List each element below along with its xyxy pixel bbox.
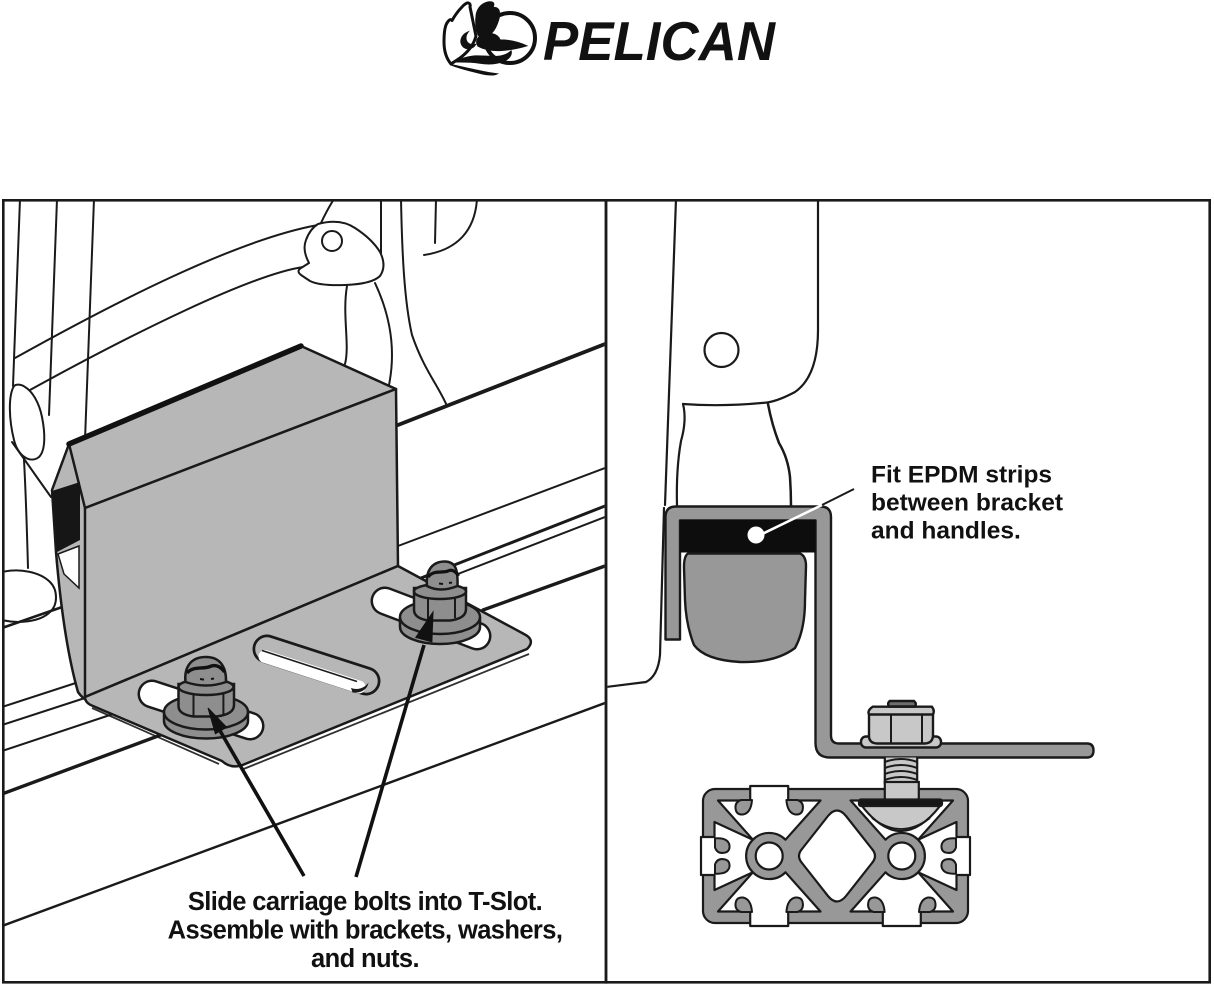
svg-text:Fit EPDM strips: Fit EPDM strips bbox=[871, 462, 1052, 489]
svg-text:and nuts.: and nuts. bbox=[311, 945, 419, 973]
svg-text:between bracket: between bracket bbox=[871, 490, 1063, 517]
svg-text:Assemble with brackets, washer: Assemble with brackets, washers, bbox=[168, 917, 563, 945]
svg-text:PELICAN: PELICAN bbox=[543, 11, 777, 72]
svg-text:Slide carriage bolts into T-Sl: Slide carriage bolts into T-Slot. bbox=[188, 888, 542, 916]
svg-text:and handles.: and handles. bbox=[871, 518, 1021, 545]
